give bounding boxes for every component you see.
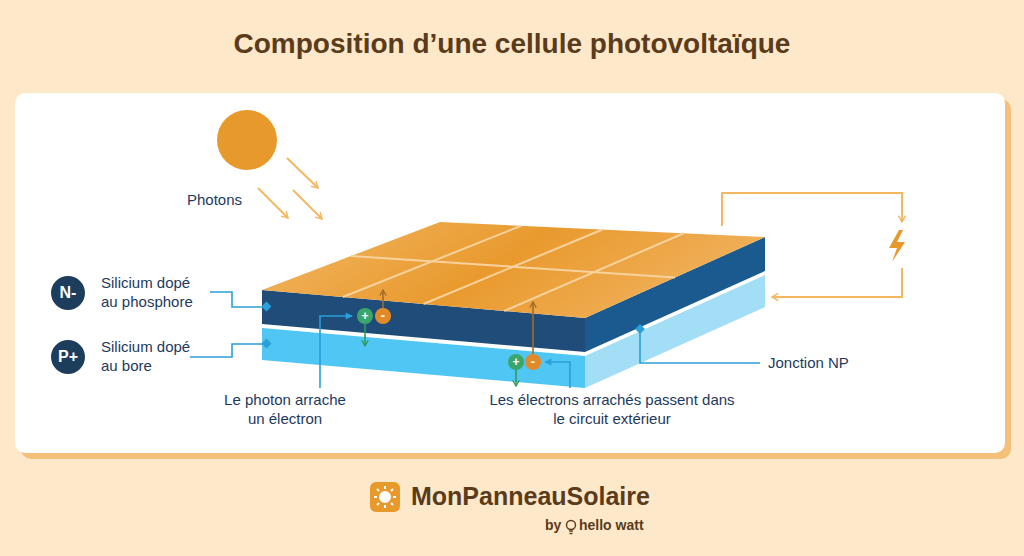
electron-charge: -	[375, 308, 391, 324]
lightning-symbol	[889, 230, 905, 262]
callout-text: Les électrons arrachés passent dans le c…	[487, 391, 737, 429]
photons-label: Photons	[187, 191, 257, 210]
layer-label: Silicium dopé au phosphore	[101, 274, 207, 312]
node-text: N-	[60, 285, 77, 301]
hole-arrow	[364, 324, 366, 346]
brand-company: hello watt	[579, 517, 669, 535]
node-text: P+	[58, 349, 78, 365]
node-text: -	[531, 355, 535, 368]
sun	[217, 110, 277, 170]
bulb-icon	[567, 521, 576, 534]
electron-arrow	[382, 290, 384, 308]
doping-badge: N-	[51, 276, 85, 310]
node-text: +	[361, 310, 368, 322]
external-circuit	[722, 193, 902, 297]
brand-by: by	[545, 517, 565, 535]
leader-diamonds	[262, 302, 645, 349]
electron-arrow	[532, 302, 534, 354]
hole-charge: +	[508, 354, 524, 370]
callout-text: Le photon arrache un électron	[215, 391, 355, 429]
panel	[15, 93, 1005, 453]
logo-sun	[374, 486, 396, 508]
layer-label: Silicium dopé au bore	[101, 338, 201, 376]
brand-name: MonPanneauSolaire	[411, 481, 661, 512]
photon-arrows	[258, 158, 322, 219]
cell-grid	[343, 226, 684, 311]
hole-arrow	[515, 370, 517, 386]
doping-badge: P+	[51, 340, 85, 374]
hole-charge: +	[357, 308, 373, 324]
cell-top	[262, 222, 765, 318]
node-text: -	[381, 309, 385, 322]
logo-box	[370, 482, 400, 512]
leader-lines	[190, 292, 760, 388]
node-text: +	[512, 356, 519, 368]
title: Composition d’une cellule photovoltaïque	[0, 28, 1024, 60]
callout-text: Jonction NP	[768, 354, 868, 373]
electron-charge: -	[525, 354, 541, 370]
